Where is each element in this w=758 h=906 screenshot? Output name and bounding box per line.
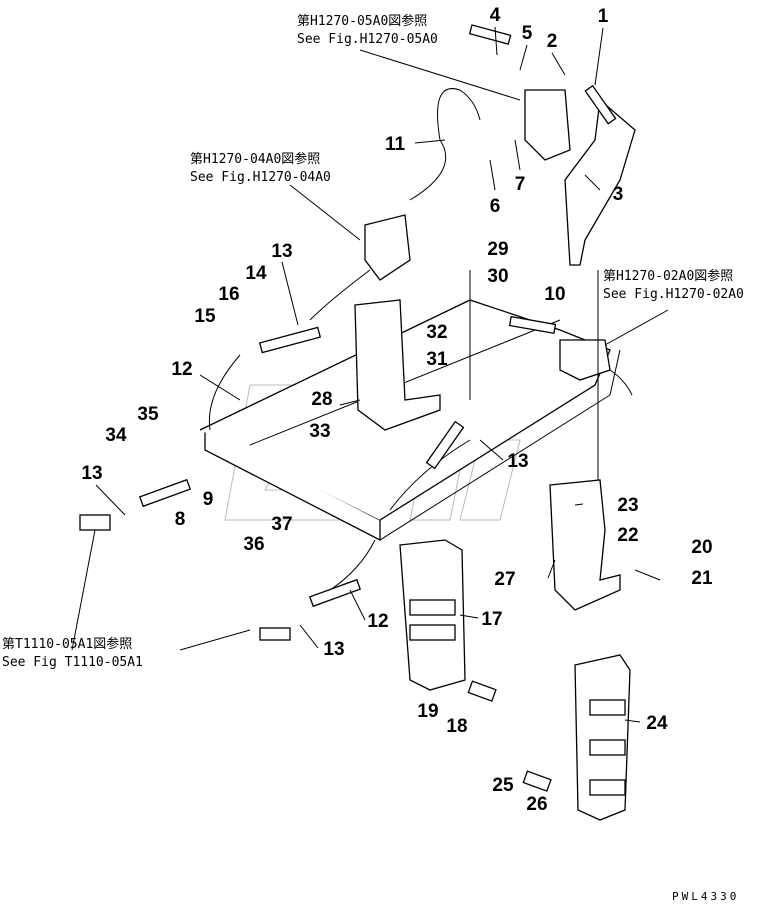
bracket-17: [399, 539, 466, 691]
reference-jp: 第H1270-05A0図参照: [297, 13, 427, 29]
hoses: [208, 88, 633, 591]
part-label: 16: [218, 284, 239, 305]
part-label: 12: [367, 611, 388, 632]
fittings: [79, 24, 617, 792]
part-label: 26: [526, 794, 547, 815]
part-label: 10: [544, 284, 565, 305]
part-label: 33: [309, 421, 330, 442]
reference-en: See Fig T1110-05A1: [2, 655, 143, 670]
part-label: 21: [691, 568, 713, 589]
leader-lines: [71, 26, 669, 723]
part-label: 36: [243, 534, 264, 555]
part-label: 2: [547, 31, 558, 52]
part-label: 13: [323, 639, 344, 660]
reference-en: See Fig.H1270-05A0: [297, 32, 438, 47]
reference-en: See Fig.H1270-02A0: [603, 287, 744, 302]
part-label: 13: [507, 451, 528, 472]
part-label: 6: [490, 196, 501, 217]
part-label: 22: [617, 525, 638, 546]
reference-h1270-05a0: 第H1270-05A0図参照 See Fig.H1270-05A0: [297, 13, 438, 47]
part-label: 28: [311, 389, 332, 410]
part-labels: 1 2 3 4 5 6 7 8 9 10 11 12 12 13 13 13 1…: [81, 5, 713, 815]
reference-t1110-05a1: 第T1110-05A1図参照 See Fig T1110-05A1: [2, 636, 143, 670]
reference-h1270-02a0: 第H1270-02A0図参照 See Fig.H1270-02A0: [603, 268, 744, 302]
part-label: 19: [417, 701, 438, 722]
drawing-code: PWL4330: [672, 890, 739, 903]
part-label: 27: [494, 569, 515, 590]
reference-jp: 第H1270-04A0図参照: [190, 151, 320, 167]
part-label: 14: [245, 263, 267, 284]
part-label: 24: [646, 713, 668, 734]
part-label: 11: [385, 134, 406, 155]
part-label: 32: [426, 322, 447, 343]
part-label: 1: [598, 6, 609, 27]
reference-h1270-04a0: 第H1270-04A0図参照 See Fig.H1270-04A0: [190, 151, 331, 185]
reference-jp: 第H1270-02A0図参照: [603, 268, 733, 284]
part-label: 35: [137, 404, 159, 425]
part-label: 15: [194, 306, 216, 327]
part-label: 3: [613, 184, 624, 205]
part-label: 17: [481, 609, 502, 630]
part-label: 30: [487, 266, 508, 287]
part-label: 13: [81, 463, 102, 484]
bracket-24: [574, 654, 631, 821]
bracket-28: [354, 299, 441, 431]
part-label: 5: [522, 23, 533, 44]
part-label: 7: [515, 174, 526, 195]
part-label: 9: [203, 489, 214, 510]
part-label: 18: [446, 716, 467, 737]
part-label: 23: [617, 495, 638, 516]
part-label: 4: [490, 5, 501, 26]
bracket-27: [549, 479, 621, 611]
part-label: 29: [487, 239, 508, 260]
part-label: 25: [492, 775, 514, 796]
bracket-3: [564, 98, 636, 266]
part-label: 13: [271, 241, 292, 262]
part-label: 12: [171, 359, 192, 380]
part-label: 8: [175, 509, 186, 530]
part-label: 20: [691, 537, 712, 558]
reference-jp: 第T1110-05A1図参照: [2, 636, 132, 652]
part-label: 31: [426, 349, 448, 370]
valve-body: [364, 89, 611, 381]
part-label: 37: [271, 514, 292, 535]
part-label: 34: [105, 425, 127, 446]
reference-en: See Fig.H1270-04A0: [190, 170, 331, 185]
